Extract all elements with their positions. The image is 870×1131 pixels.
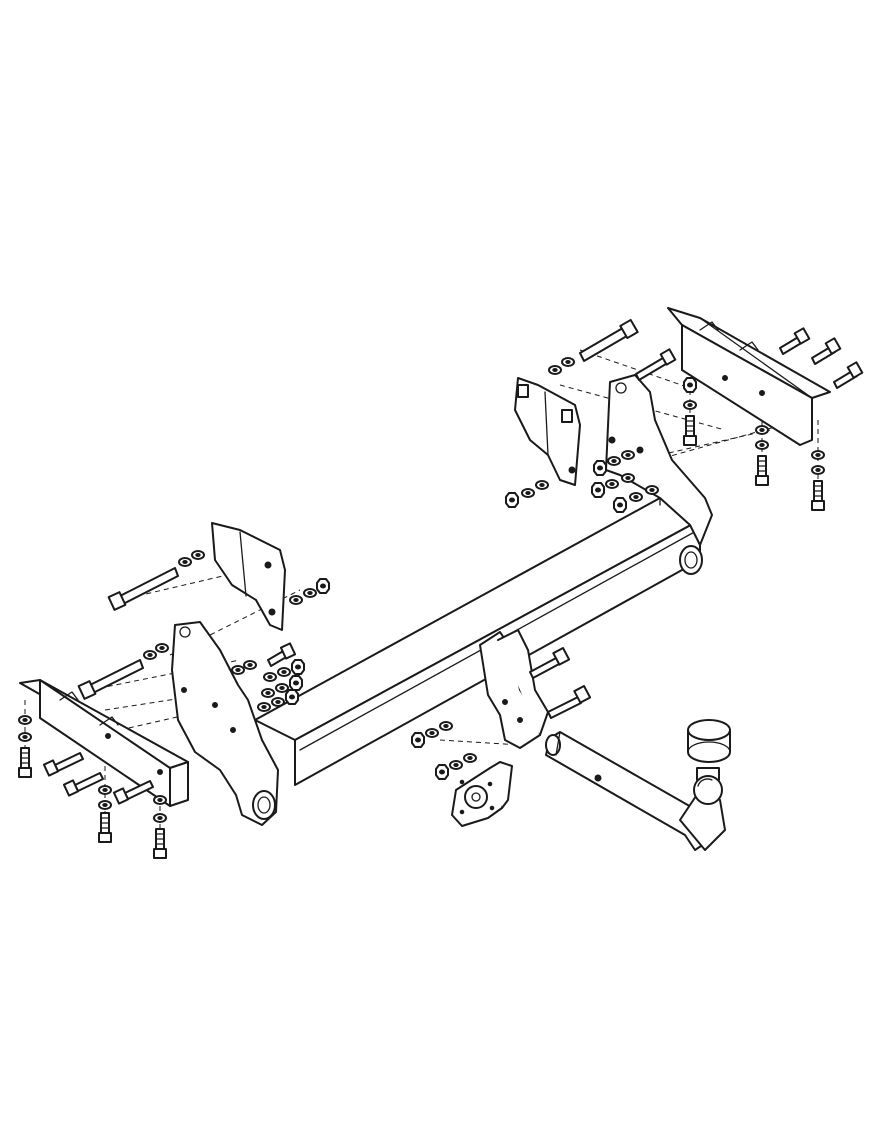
bolt-icon	[42, 752, 84, 777]
center-hitch-bracket	[479, 629, 549, 749]
left-vertical-bracket	[211, 522, 286, 631]
long-bolt-icon	[579, 318, 639, 362]
tow-ball-neck	[545, 731, 726, 851]
bolt-icon	[779, 327, 811, 355]
tow-ball-cap-icon	[687, 719, 731, 763]
left-bolts	[18, 550, 330, 859]
bolt-icon	[267, 642, 297, 667]
socket-plate-icon	[451, 761, 513, 827]
bolt-icon	[833, 361, 864, 389]
tow-ball-icon	[693, 767, 723, 805]
right-bolts	[505, 318, 864, 513]
center-bolts	[411, 647, 592, 780]
bolt-icon	[529, 647, 571, 679]
left-chassis-rail	[19, 679, 189, 807]
right-side-plate	[605, 374, 713, 546]
left-side-plate	[171, 621, 279, 826]
bolt-icon	[547, 685, 592, 719]
bolt-icon	[635, 348, 677, 381]
bolt-icon	[112, 780, 154, 805]
long-bolt-icon	[77, 659, 144, 700]
long-bolt-icon	[107, 567, 179, 611]
bolt-icon	[811, 337, 842, 365]
bolt-icon	[62, 772, 104, 797]
right-chassis-rail	[667, 307, 831, 446]
right-vertical-bracket	[514, 377, 581, 486]
